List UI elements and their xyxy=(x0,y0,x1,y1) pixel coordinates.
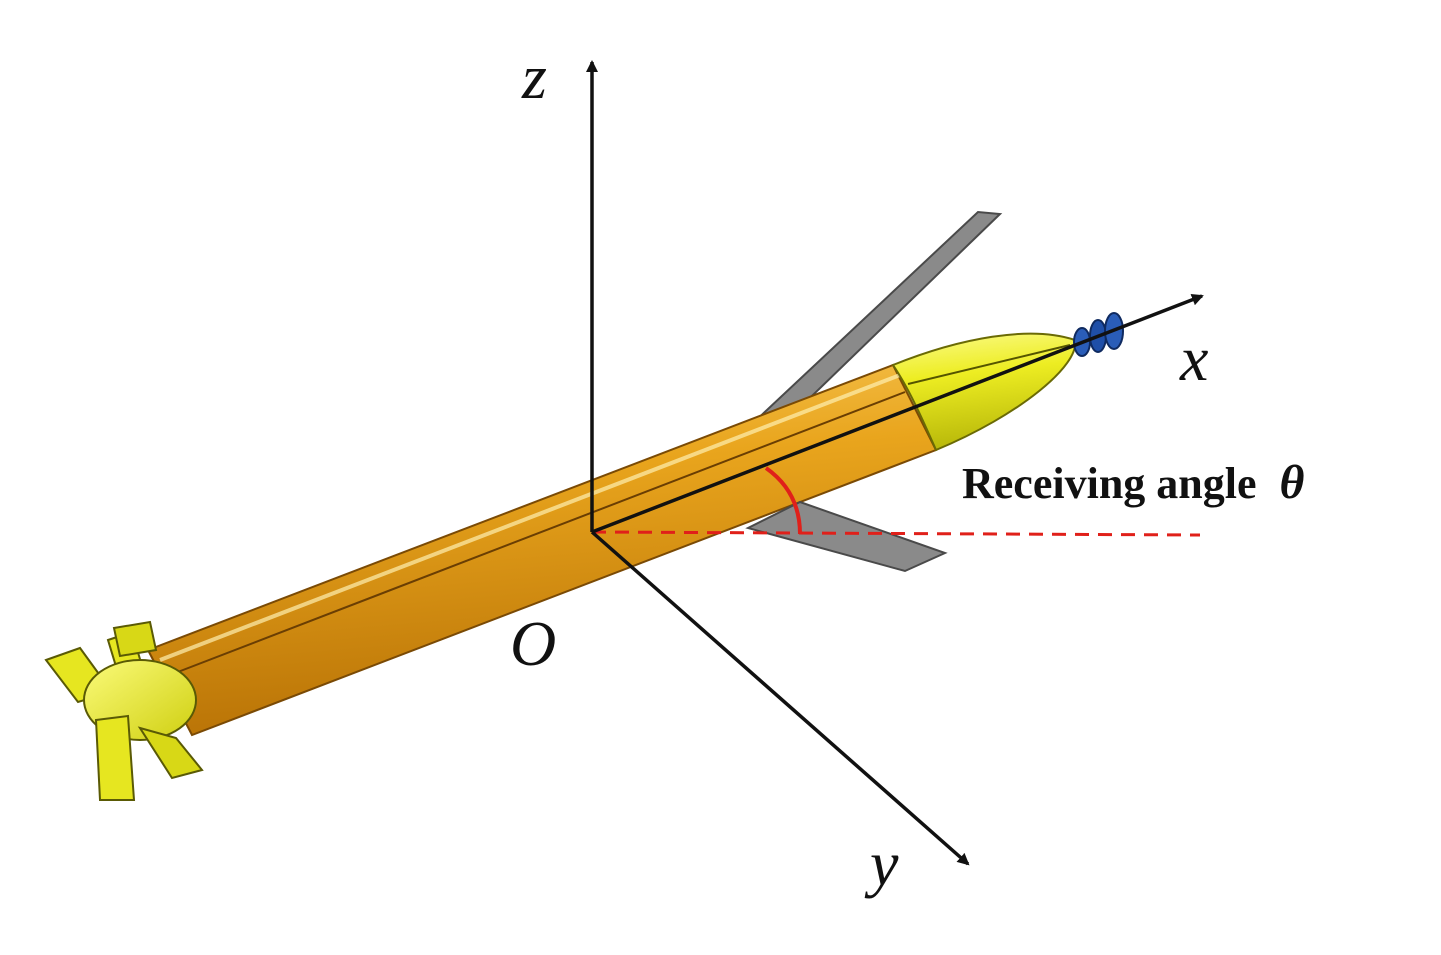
rocket-body xyxy=(146,363,938,737)
x-axis xyxy=(591,294,1204,534)
receiving-angle-text: Receiving angle xyxy=(962,459,1257,508)
reference-dashed-line xyxy=(591,530,1201,537)
origin-label: O xyxy=(510,608,556,679)
receiving-angle-arc xyxy=(764,466,802,535)
lower-wing xyxy=(745,500,948,573)
rocket-body-highlight xyxy=(159,373,901,662)
receiving-angle-annotation: Receiving angle θ xyxy=(962,456,1305,509)
nose-seam xyxy=(907,344,1071,385)
z-axis-label: z xyxy=(521,41,547,112)
tail-section xyxy=(44,620,204,801)
x-axis-label: x xyxy=(1179,323,1208,394)
y-axis-label: y xyxy=(864,828,899,899)
theta-symbol: θ xyxy=(1280,456,1305,509)
rocket-body-seam xyxy=(169,391,906,676)
y-axis xyxy=(590,530,970,866)
